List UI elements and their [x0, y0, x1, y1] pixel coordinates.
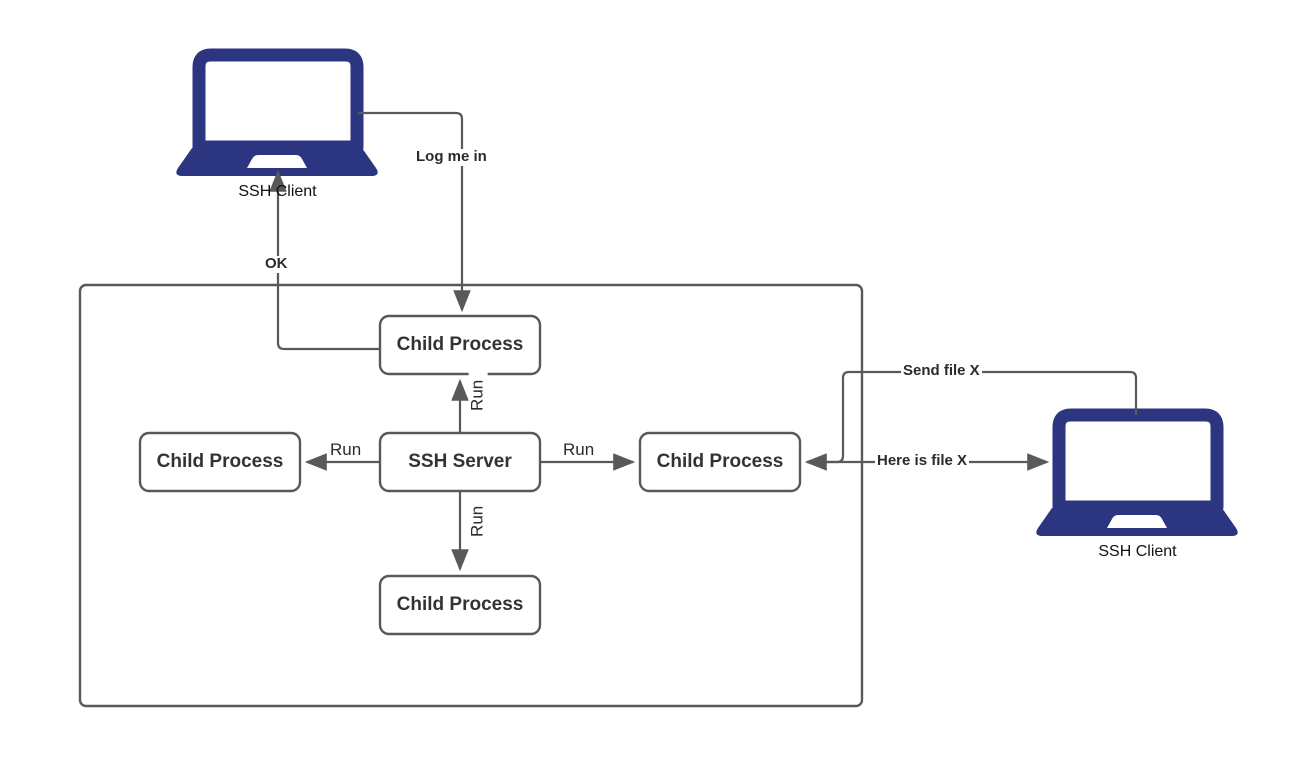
node-child-bottom[interactable]: [378, 574, 542, 636]
ssh-client-top-caption: SSH Client: [238, 183, 317, 200]
edge-label-log-me-in: Log me in: [414, 148, 489, 166]
edge-log-me-in: [358, 111, 471, 313]
node-child-right[interactable]: [638, 431, 802, 493]
edge-label-run-up: Run: [468, 372, 488, 419]
node-child-top[interactable]: [378, 314, 542, 376]
edge-label-run-left: Run: [328, 440, 364, 460]
edge-label-run-right: Run: [561, 440, 597, 460]
node-child-left[interactable]: [138, 431, 302, 493]
edge-ok: [269, 169, 380, 351]
ssh-server-host-boundary: [78, 283, 864, 708]
node-ssh-server[interactable]: [378, 431, 542, 493]
edge-label-run-down: Run: [468, 498, 488, 545]
ssh-client-right-caption: SSH Client: [1098, 543, 1177, 560]
edge-label-ok: OK: [263, 255, 290, 273]
ssh-client-top-laptop-icon: [176, 48, 378, 176]
edge-label-send-file-x: Send file X: [901, 362, 982, 380]
ssh-client-right-laptop-icon: [1036, 408, 1238, 536]
edge-label-here-is-file-x: Here is file X: [875, 452, 970, 470]
